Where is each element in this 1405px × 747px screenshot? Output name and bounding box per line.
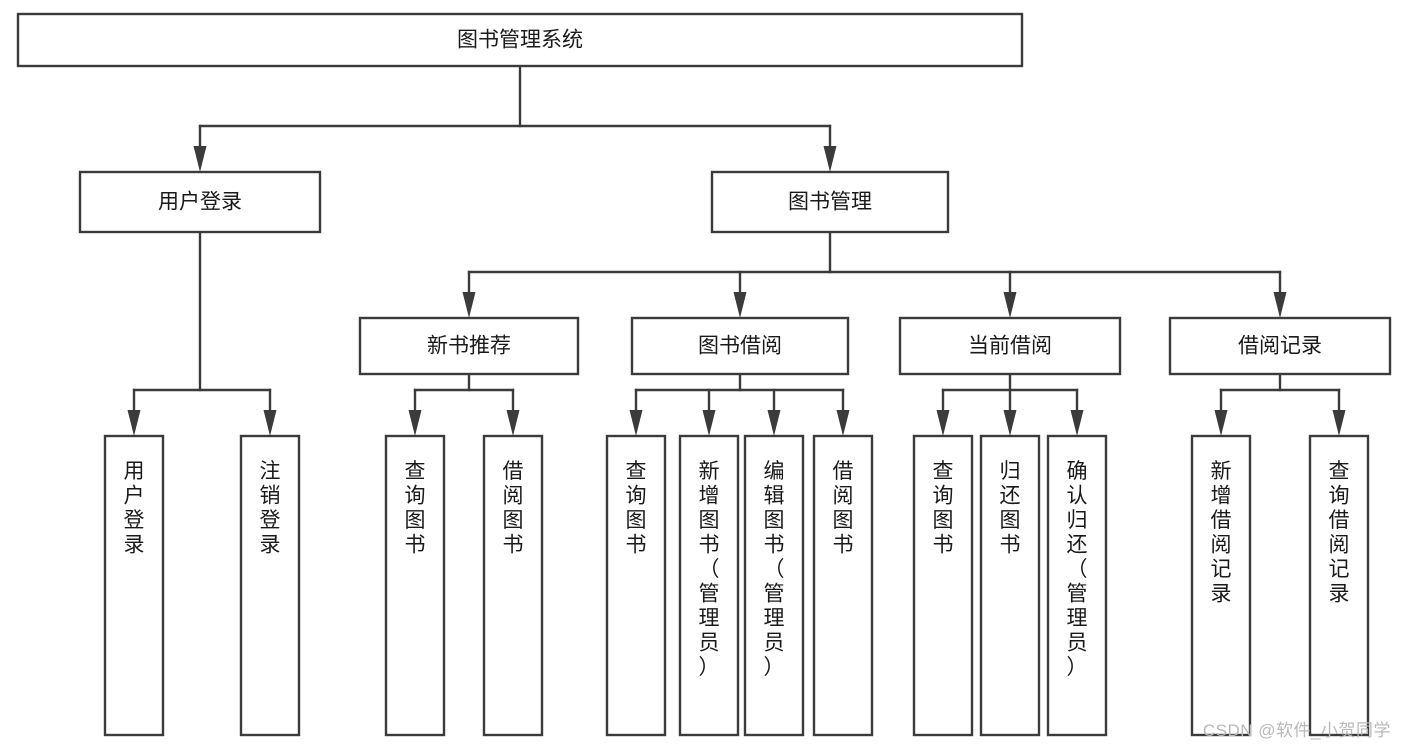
leaf-leaf-borrow-book[interactable]: 借阅图书: [812, 434, 874, 737]
arrow-head-icon: [193, 146, 207, 172]
arrow-head-icon: [1070, 410, 1084, 436]
leaf-leaf-user-login-label: 用户登录: [124, 460, 145, 557]
node-current-borrow-box: [898, 316, 1122, 376]
leaf-leaf-user-login-box: [103, 434, 165, 737]
node-borrow-record-label: 借阅记录: [1238, 335, 1322, 358]
node-book-borrow-box: [630, 316, 850, 376]
leaf-leaf-add-borrow-record[interactable]: 新增借阅记录: [1190, 434, 1252, 737]
leaf-leaf-user-logout-box: [239, 434, 301, 737]
leaf-leaf-confirm-return-admin-label: 确认归还（管理员）: [1067, 460, 1088, 679]
node-book-manage-label: 图书管理: [788, 191, 872, 214]
leaf-leaf-query-book-cur[interactable]: 查询图书: [912, 434, 974, 737]
leaf-leaf-borrow-book-rec-label: 借阅图书: [503, 460, 524, 557]
leaf-leaf-query-borrow-record[interactable]: 查询借阅记录: [1308, 434, 1370, 737]
leaf-leaf-borrow-book-rec-box: [482, 434, 544, 737]
leaf-leaf-query-book-rec-box: [384, 434, 446, 737]
leaf-leaf-edit-book-admin-label: 编辑图书（管理员）: [764, 460, 785, 679]
leaf-leaf-edit-book-admin-box: [743, 434, 805, 737]
leaf-leaf-query-book-rec[interactable]: 查询图书: [384, 434, 446, 737]
leaf-leaf-confirm-return-admin-box: [1046, 434, 1108, 737]
edge-group-borrow-record: [1214, 372, 1346, 436]
leaf-leaf-user-login[interactable]: 用户登录: [103, 434, 165, 737]
edge-group-book-manage: [462, 230, 1287, 318]
node-borrow-record-box: [1168, 316, 1392, 376]
arrow-head-icon: [836, 410, 850, 436]
arrow-head-icon: [127, 410, 141, 436]
leaf-leaf-query-borrow-record-label: 查询借阅记录: [1329, 460, 1350, 606]
node-user-login-label: 用户登录: [158, 191, 242, 214]
leaf-leaf-query-book-cur-label: 查询图书: [933, 460, 954, 557]
leaf-leaf-return-book[interactable]: 归还图书: [979, 434, 1041, 737]
node-root-label: 图书管理系统: [457, 29, 583, 52]
leaf-leaf-add-book-admin-box: [678, 434, 740, 737]
node-current-borrow[interactable]: 当前借阅: [898, 316, 1122, 376]
node-new-book-recommend-box: [358, 316, 580, 376]
leaf-leaf-query-book-cur-box: [912, 434, 974, 737]
arrow-head-icon: [767, 410, 781, 436]
node-new-book-recommend[interactable]: 新书推荐: [358, 316, 580, 376]
leaf-leaf-confirm-return-admin[interactable]: 确认归还（管理员）: [1046, 434, 1108, 737]
edge-group-book-borrow: [629, 372, 850, 436]
edge-group-current-borrow: [936, 372, 1084, 436]
node-book-manage-box: [710, 170, 950, 234]
leaf-leaf-borrow-book-label: 借阅图书: [833, 460, 854, 557]
arrow-head-icon: [702, 410, 716, 436]
node-root-box: [16, 12, 1024, 68]
arrow-head-icon: [629, 410, 643, 436]
node-book-manage[interactable]: 图书管理: [710, 170, 950, 234]
leaf-leaf-borrow-book-rec[interactable]: 借阅图书: [482, 434, 544, 737]
arrow-head-icon: [1214, 410, 1228, 436]
edge-group-user-login: [127, 230, 277, 436]
node-user-login-box: [78, 170, 322, 234]
arrow-head-icon: [263, 410, 277, 436]
leaf-leaf-add-book-admin[interactable]: 新增图书（管理员）: [678, 434, 740, 737]
leaf-leaf-borrow-book-box: [812, 434, 874, 737]
leaf-leaf-query-book-borrow-box: [605, 434, 667, 737]
node-new-book-recommend-label: 新书推荐: [427, 335, 511, 358]
leaf-leaf-query-book-borrow[interactable]: 查询图书: [605, 434, 667, 737]
leaf-leaf-query-borrow-record-box: [1308, 434, 1370, 737]
arrow-head-icon: [506, 410, 520, 436]
arrow-head-icon: [1273, 292, 1287, 318]
leaf-leaf-return-book-label: 归还图书: [1000, 460, 1021, 557]
node-user-login[interactable]: 用户登录: [78, 170, 322, 234]
node-book-borrow-label: 图书借阅: [698, 335, 782, 358]
edge-group-new-book-recommend: [408, 372, 520, 436]
leaf-leaf-query-book-rec-label: 查询图书: [405, 460, 426, 557]
leaf-leaf-user-logout-label: 注销登录: [260, 460, 281, 557]
node-current-borrow-label: 当前借阅: [968, 335, 1052, 358]
csdn-watermark: CSDN @软件_小贺同学: [1202, 721, 1391, 740]
leaf-leaf-add-borrow-record-box: [1190, 434, 1252, 737]
arrow-head-icon: [936, 410, 950, 436]
leaf-leaf-user-logout[interactable]: 注销登录: [239, 434, 301, 737]
arrow-head-icon: [1003, 292, 1017, 318]
arrow-head-icon: [1332, 410, 1346, 436]
leaf-leaf-query-book-borrow-label: 查询图书: [626, 460, 647, 557]
edges-layer: [127, 64, 1346, 436]
node-book-borrow[interactable]: 图书借阅: [630, 316, 850, 376]
nodes-layer: 图书管理系统用户登录图书管理新书推荐图书借阅当前借阅借阅记录用户登录注销登录查询…: [16, 12, 1392, 737]
arrow-head-icon: [1003, 410, 1017, 436]
leaf-leaf-return-book-box: [979, 434, 1041, 737]
arrow-head-icon: [823, 146, 837, 172]
arrow-head-icon: [733, 292, 747, 318]
leaf-leaf-add-borrow-record-label: 新增借阅记录: [1211, 460, 1232, 606]
edge-group-root: [193, 64, 837, 172]
node-borrow-record[interactable]: 借阅记录: [1168, 316, 1392, 376]
arrow-head-icon: [408, 410, 422, 436]
node-root[interactable]: 图书管理系统: [16, 12, 1024, 68]
leaf-leaf-add-book-admin-label: 新增图书（管理员）: [699, 460, 720, 679]
arrow-head-icon: [462, 292, 476, 318]
leaf-leaf-edit-book-admin[interactable]: 编辑图书（管理员）: [743, 434, 805, 737]
